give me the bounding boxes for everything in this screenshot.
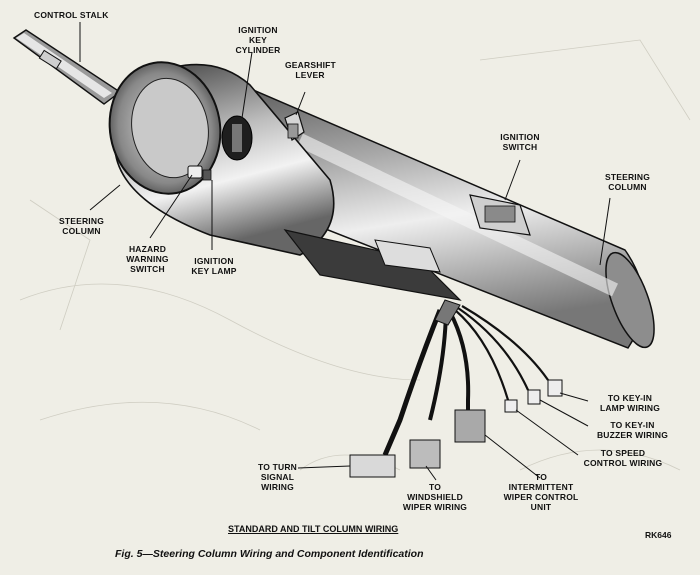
- wire-harness: [382, 299, 549, 456]
- label-ignition-switch: IGNITION SWITCH: [500, 132, 540, 152]
- label-steering-column-left: STEERING COLUMN: [58, 216, 105, 236]
- label-hazard-warning-switch: HAZARD WARNING SWITCH: [126, 244, 169, 274]
- label-steering-column-right: STEERING COLUMN: [604, 172, 651, 192]
- control-stalk: [12, 29, 122, 105]
- ignition-switch: [469, 194, 531, 236]
- key-in-lamp-connector: [547, 379, 563, 397]
- wiring-bracket: [283, 229, 462, 301]
- figure-caption: Fig. 5—Steering Column Wiring and Compon…: [115, 548, 424, 560]
- figure-code: RK646: [645, 530, 672, 540]
- label-to-windshield-wiper-wiring: TO WINDSHIELD WIPER WIRING: [402, 482, 468, 512]
- leader-lines: [79, 22, 611, 481]
- label-to-speed-control-wiring: TO SPEED CONTROL WIRING: [583, 448, 663, 468]
- intermittent-wiper-connector: [454, 409, 486, 443]
- speed-control-connector: [504, 399, 518, 413]
- key-in-buzzer-connector: [527, 389, 541, 405]
- label-gearshift-lever: GEARSHIFT LEVER: [285, 60, 336, 80]
- column-housing: [108, 61, 335, 256]
- label-to-intermittent-wiper-control-unit: TO INTERMITTENT WIPER CONTROL UNIT: [503, 472, 579, 512]
- connectors: [349, 379, 563, 478]
- turn-signal-connector: [349, 454, 396, 478]
- windshield-wiper-connector: [409, 439, 441, 469]
- subtitle: STANDARD AND TILT COLUMN WIRING: [228, 524, 399, 534]
- steering-column-tube: [228, 78, 655, 349]
- label-to-turn-signal-wiring: TO TURN SIGNAL WIRING: [257, 462, 298, 492]
- label-to-key-in-lamp-wiring: TO KEY-IN LAMP WIRING: [599, 393, 661, 413]
- background-sketch: [19, 39, 691, 471]
- label-ignition-key-cylinder: IGNITION KEY CYLINDER: [235, 25, 281, 55]
- gearshift-lever: [284, 111, 305, 141]
- label-to-key-in-buzzer-wiring: TO KEY-IN BUZZER WIRING: [596, 420, 669, 440]
- label-ignition-key-lamp: IGNITION KEY LAMP: [191, 256, 237, 276]
- ignition-key-cylinder: [221, 115, 253, 161]
- label-control-stalk: CONTROL STALK: [34, 10, 109, 20]
